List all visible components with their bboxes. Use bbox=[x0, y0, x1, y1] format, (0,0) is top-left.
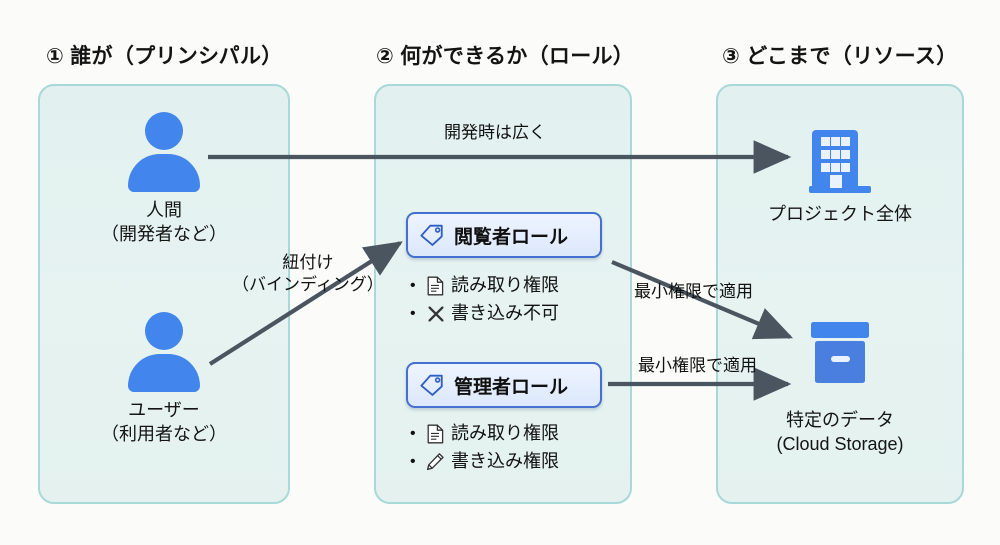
person-head-shape bbox=[145, 312, 183, 350]
resource-project: プロジェクト全体 bbox=[716, 112, 964, 226]
pencil-icon bbox=[424, 452, 447, 471]
permission-text: 読み取り権限 bbox=[451, 423, 559, 443]
box-icon bbox=[716, 318, 964, 404]
arrow-label-dev-broad: 開発時は広く bbox=[444, 123, 546, 142]
bullet-dot: • bbox=[410, 276, 416, 294]
permission-text: 書き込み不可 bbox=[451, 302, 559, 323]
permission-list-viewer: • 読み取り権限 • 書き込み不可 bbox=[410, 272, 630, 328]
role-admin-label: 管理者ロール bbox=[454, 376, 569, 398]
bullet-dot: • bbox=[410, 452, 416, 470]
bullet-dot: • bbox=[410, 424, 416, 442]
person-icon bbox=[122, 312, 206, 392]
column-header-role: ② 何ができるか（ロール） bbox=[376, 45, 635, 68]
principal-user-sub: （利用者など） bbox=[101, 424, 227, 445]
document-icon bbox=[424, 276, 447, 296]
role-box-admin[interactable]: 管理者ロール bbox=[406, 362, 602, 408]
document-icon bbox=[424, 424, 447, 444]
building-icon bbox=[716, 112, 964, 198]
panel-role bbox=[374, 84, 632, 504]
principal-human: 人間 （開発者など） bbox=[38, 112, 290, 247]
permission-item: • 読み取り権限 bbox=[410, 272, 630, 300]
person-body-shape bbox=[128, 154, 200, 192]
arrow-label-binding-line2: （バインディング） bbox=[232, 275, 384, 295]
role-viewer-label: 閲覧者ロール bbox=[454, 226, 569, 248]
bullet-dot: • bbox=[410, 304, 416, 322]
resource-bucket-label: 特定のデータ (Cloud Storage) bbox=[716, 408, 964, 457]
person-body-shape bbox=[128, 354, 200, 392]
arrow-label-least-privilege-viewer: 最小権限で適用 bbox=[634, 282, 753, 301]
cross-icon bbox=[424, 305, 447, 323]
permission-item: • 書き込み権限 bbox=[410, 448, 630, 476]
arrow-label-least-privilege-admin: 最小権限で適用 bbox=[638, 356, 757, 375]
resource-project-label: プロジェクト全体 bbox=[716, 202, 964, 226]
tag-icon bbox=[420, 224, 443, 246]
resource-project-name: プロジェクト全体 bbox=[768, 204, 912, 224]
resource-bucket-name: 特定のデータ bbox=[786, 410, 894, 430]
resource-bucket-sub: (Cloud Storage) bbox=[776, 434, 904, 455]
permission-text: 書き込み権限 bbox=[451, 450, 559, 471]
resource-bucket: 特定のデータ (Cloud Storage) bbox=[716, 318, 964, 457]
principal-human-name: 人間 bbox=[146, 200, 182, 220]
permission-text: 読み取り権限 bbox=[451, 275, 559, 295]
principal-user-label: ユーザー （利用者など） bbox=[38, 398, 290, 447]
person-head-shape bbox=[145, 112, 183, 150]
arrow-label-binding: 紐付け （バインディング） bbox=[232, 252, 384, 296]
column-header-principal: ① 誰が（プリンシパル） bbox=[46, 45, 283, 68]
permission-item: • 書き込み不可 bbox=[410, 300, 630, 328]
principal-user: ユーザー （利用者など） bbox=[38, 312, 290, 447]
permission-list-admin: • 読み取り権限 • 書き込み権限 bbox=[410, 420, 630, 476]
principal-human-sub: （開発者など） bbox=[101, 224, 227, 245]
column-header-resource: ③ どこまで（リソース） bbox=[722, 45, 958, 68]
person-icon bbox=[122, 112, 206, 192]
tag-icon bbox=[420, 374, 443, 396]
role-box-viewer[interactable]: 閲覧者ロール bbox=[406, 212, 602, 258]
arrow-label-binding-line1: 紐付け bbox=[282, 253, 334, 272]
principal-human-label: 人間 （開発者など） bbox=[38, 198, 290, 247]
permission-item: • 読み取り権限 bbox=[410, 420, 630, 448]
principal-user-name: ユーザー bbox=[128, 400, 200, 420]
